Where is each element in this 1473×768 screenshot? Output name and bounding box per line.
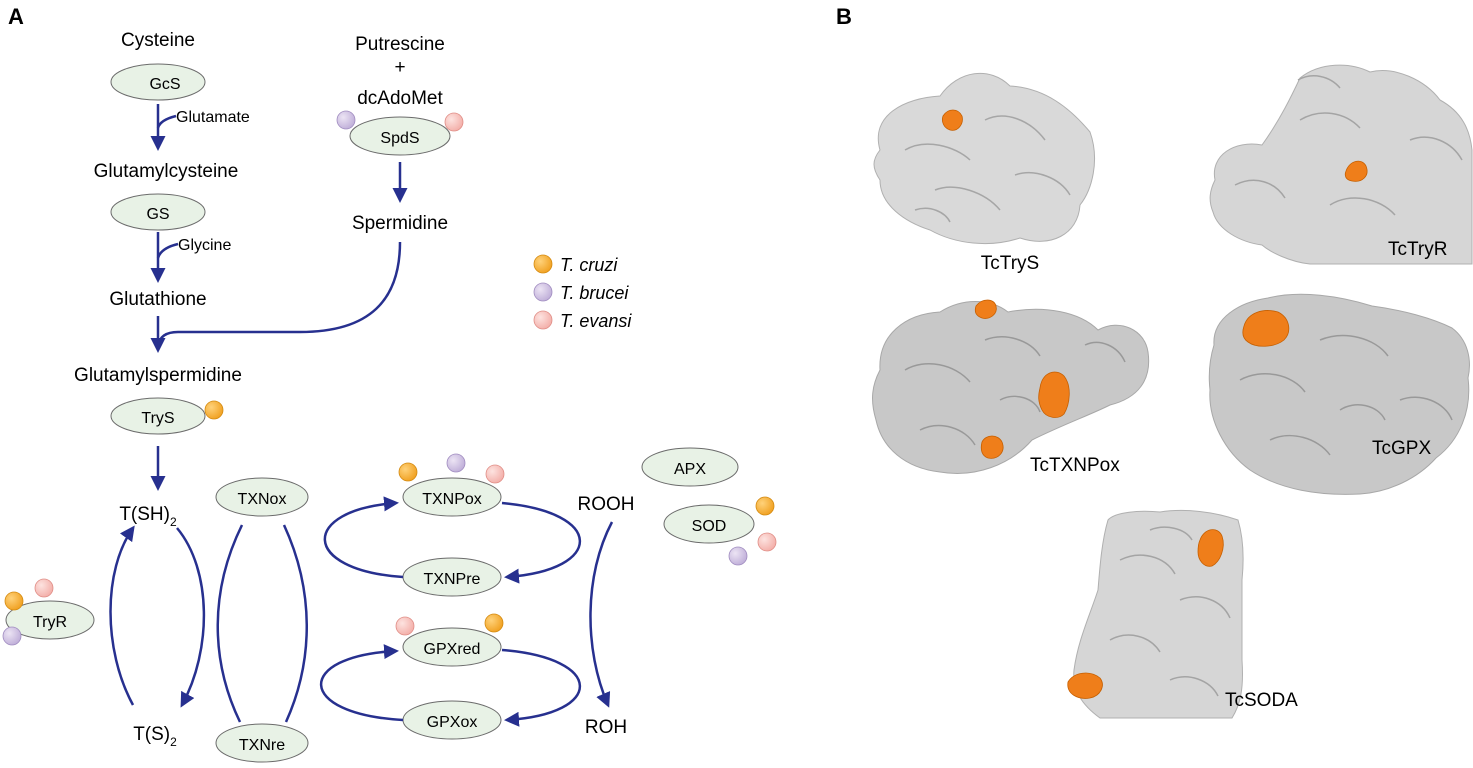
spds-brucei-dot bbox=[336, 110, 356, 130]
species-legend: T. cruzi T. brucei T. evansi bbox=[533, 254, 632, 331]
arrow-txnpox-to-txnpre bbox=[501, 501, 581, 584]
trys-cruzi-dot bbox=[204, 400, 224, 420]
structure-label-soda: TcSODA bbox=[1225, 690, 1298, 711]
txnpox-evansi-dot bbox=[485, 464, 505, 484]
structure-label-trys: TcTryS bbox=[981, 253, 1039, 274]
metabolite-glutamylcysteine: Glutamylcysteine bbox=[94, 161, 239, 182]
enzyme-tryr-label: TryR bbox=[33, 614, 67, 631]
enzyme-txnpre: TXNPre bbox=[402, 557, 502, 597]
arrow-txnpre-to-txnpox bbox=[323, 496, 404, 579]
panel-label-b: B bbox=[836, 4, 852, 29]
enzyme-gpxox-label: GPXox bbox=[427, 714, 478, 731]
arrow-gpxred-to-gpxox bbox=[501, 648, 581, 727]
tryr-cruzi-dot bbox=[4, 591, 24, 611]
glycine-input-curve bbox=[156, 242, 179, 259]
legend-cruzi-dot bbox=[533, 254, 553, 274]
enzyme-gs: GS bbox=[110, 193, 206, 231]
panel-label-a: A bbox=[8, 4, 24, 29]
enzyme-gcs-label: GcS bbox=[149, 76, 180, 93]
cofactor-glutamate: Glutamate bbox=[176, 109, 250, 126]
arrow-tsh2-to-ts2 bbox=[176, 527, 206, 708]
enzyme-gpxred: GPXred bbox=[402, 627, 502, 667]
metabolite-putrescine: Putrescine bbox=[355, 34, 445, 55]
metabolite-cysteine: Cysteine bbox=[121, 30, 195, 51]
txnpox-brucei-dot bbox=[446, 453, 466, 473]
structure-label-txnpox: TcTXNPox bbox=[1030, 455, 1120, 476]
legend-brucei-label: T. brucei bbox=[560, 283, 629, 303]
gpxred-cruzi-dot bbox=[484, 613, 504, 633]
enzyme-gpxred-label: GPXred bbox=[424, 641, 481, 658]
plus-sign: + bbox=[394, 57, 405, 78]
structure-soda bbox=[1067, 509, 1244, 719]
enzyme-txnre: TXNre bbox=[215, 723, 309, 763]
enzyme-txnox-label: TXNox bbox=[238, 491, 287, 508]
enzyme-trys: TryS bbox=[110, 397, 206, 435]
tryr-brucei-dot bbox=[2, 626, 22, 646]
enzyme-txnre-label: TXNre bbox=[239, 737, 285, 754]
enzyme-txnpox: TXNPox bbox=[402, 477, 502, 517]
structure-txnpox bbox=[872, 299, 1150, 474]
structure-label-gpx: TcGPX bbox=[1372, 438, 1431, 459]
sod-brucei-dot bbox=[728, 546, 748, 566]
enzyme-txnpox-label: TXNPox bbox=[422, 491, 482, 508]
legend-brucei-dot bbox=[533, 282, 553, 302]
metabolite-rooh: ROOH bbox=[578, 494, 635, 515]
metabolite-ts2: T(S)2 bbox=[133, 724, 177, 749]
enzyme-apx-label: APX bbox=[674, 461, 706, 478]
arrow-ts2-to-tsh2 bbox=[109, 525, 135, 706]
gpxred-evansi-dot bbox=[395, 616, 415, 636]
enzyme-trys-label: TryS bbox=[141, 410, 174, 427]
enzyme-txnpre-label: TXNPre bbox=[424, 571, 481, 588]
metabolite-glutamylspermidine: Glutamylspermidine bbox=[74, 365, 242, 386]
arrow-spermidine-merge bbox=[156, 241, 402, 347]
enzyme-tryr: TryR bbox=[5, 600, 95, 640]
enzyme-sod-label: SOD bbox=[692, 518, 727, 535]
enzyme-sod: SOD bbox=[663, 504, 755, 544]
structure-gpx bbox=[1208, 293, 1470, 495]
spds-evansi-dot bbox=[444, 112, 464, 132]
metabolite-spermidine: Spermidine bbox=[352, 213, 448, 234]
legend-evansi-dot bbox=[533, 310, 553, 330]
structure-tryr bbox=[1209, 64, 1473, 265]
metabolite-glutathione: Glutathione bbox=[109, 289, 206, 310]
tryr-evansi-dot bbox=[34, 578, 54, 598]
legend-evansi-label: T. evansi bbox=[560, 311, 632, 331]
sod-evansi-dot bbox=[757, 532, 777, 552]
metabolite-roh: ROH bbox=[585, 717, 627, 738]
txnpox-cruzi-dot bbox=[398, 462, 418, 482]
enzyme-spds-label: SpdS bbox=[380, 130, 419, 147]
line-txnox-left bbox=[216, 524, 244, 723]
enzyme-spds: SpdS bbox=[349, 116, 451, 156]
cofactor-glycine: Glycine bbox=[178, 237, 231, 254]
enzyme-apx: APX bbox=[641, 447, 739, 487]
structure-trys bbox=[873, 72, 1096, 245]
metabolite-tsh2: T(SH)2 bbox=[119, 504, 177, 529]
structure-label-tryr: TcTryR bbox=[1388, 239, 1447, 260]
arrow-gpxox-to-gpxred bbox=[319, 644, 404, 722]
enzyme-gpxox: GPXox bbox=[402, 700, 502, 740]
sod-cruzi-dot bbox=[755, 496, 775, 516]
enzyme-txnox: TXNox bbox=[215, 477, 309, 517]
line-txnox-right bbox=[282, 524, 308, 723]
metabolite-dcadomet: dcAdoMet bbox=[357, 88, 443, 109]
legend-cruzi-label: T. cruzi bbox=[560, 255, 618, 275]
glutamate-input-curve bbox=[156, 114, 177, 129]
arrow-rooh-to-roh bbox=[589, 521, 614, 708]
enzyme-gs-label: GS bbox=[146, 206, 169, 223]
enzyme-gcs: GcS bbox=[110, 63, 206, 101]
